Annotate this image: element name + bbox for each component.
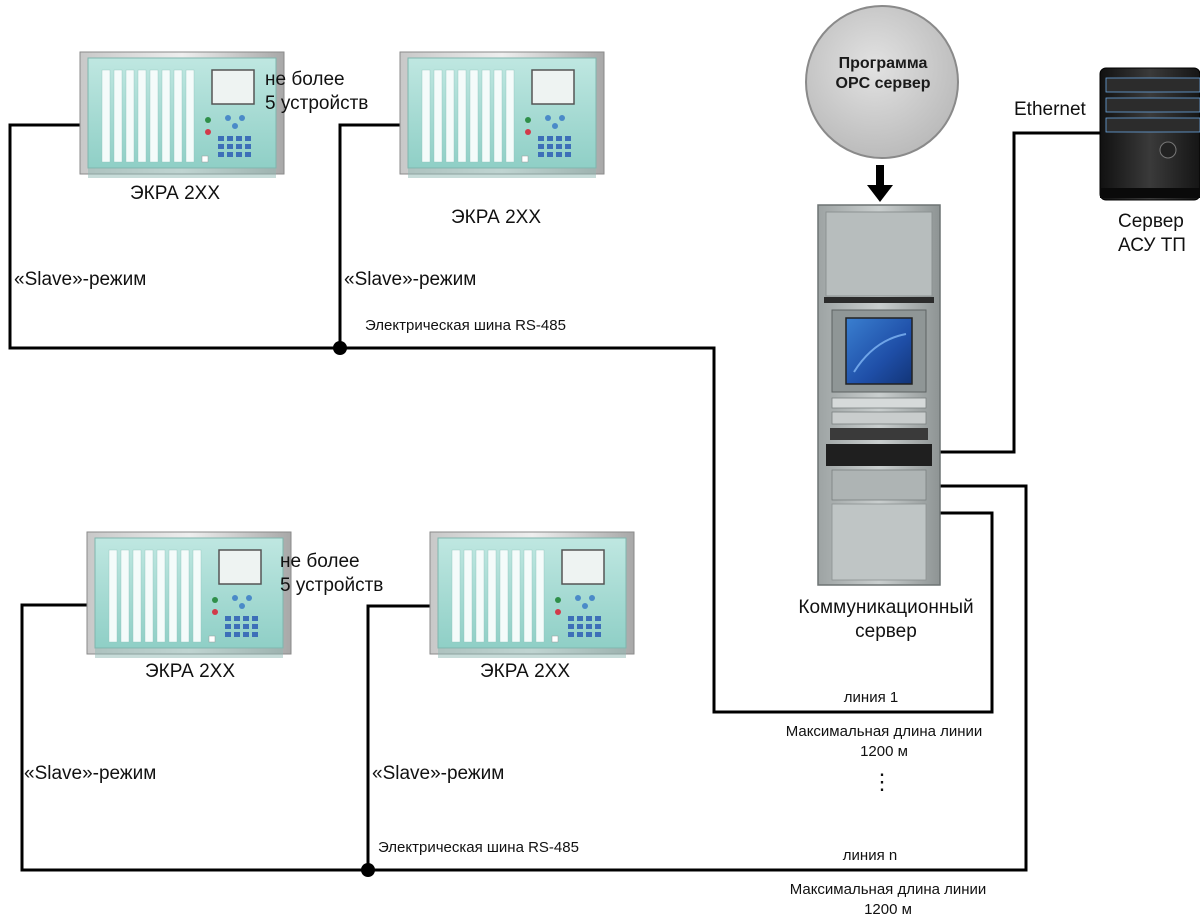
group2-limit-line2: 5 устройств	[280, 575, 384, 596]
scada-server-line1: Сервер	[1118, 211, 1184, 232]
group2-device-right-label: ЭКРА 2ХХ	[480, 661, 570, 682]
ethernet-wire	[940, 131, 1100, 454]
group2-limit-line1: не более	[280, 551, 360, 572]
group2-device-left	[86, 531, 292, 659]
linen-label: линия n	[842, 847, 898, 864]
comm-server-label: Коммуникационный сервер	[798, 596, 973, 644]
group2-bus-label: Электрическая шина RS-485	[378, 839, 579, 856]
group1-limit-label: не более 5 устройств	[265, 68, 368, 116]
group1-wire-left	[8, 123, 994, 714]
group1-slave-left-label: «Slave»-режим	[14, 269, 147, 290]
group1-slave-right-label: «Slave»-режим	[344, 269, 477, 290]
group1-bus-label: Электрическая шина RS-485	[365, 317, 566, 334]
opc-bubble-label: Программа OPC сервер	[813, 54, 953, 94]
group1-device-left-label: ЭКРА 2ХХ	[130, 183, 220, 204]
line1-maxlen-line2: 1200 м	[860, 743, 908, 760]
opc-bubble-line1: Программа	[838, 55, 928, 72]
line1-maxlen-label: Максимальная длина линии 1200 м	[786, 722, 983, 762]
linen-maxlen-line2: 1200 м	[864, 901, 912, 918]
group2-device-right	[429, 531, 635, 659]
wires	[8, 123, 1100, 872]
comm-server-line1: Коммуникационный	[798, 597, 974, 618]
scada-server-tower	[1099, 67, 1200, 201]
group2-slave-right-label: «Slave»-режим	[372, 763, 505, 784]
group2-device-left-label: ЭКРА 2ХХ	[145, 661, 235, 682]
group2-slave-left-label: «Slave»-режим	[24, 763, 157, 784]
opc-arrow	[867, 165, 893, 202]
group1-limit-line2: 5 устройств	[265, 93, 369, 114]
group1-junction	[333, 341, 347, 355]
group2-junction	[361, 863, 375, 877]
comm-server-line2: сервер	[855, 621, 917, 642]
group1-device-right	[399, 51, 605, 179]
opc-server-bubble	[805, 5, 959, 159]
linen-maxlen-line1: Максимальная длина линии	[789, 881, 987, 898]
group1-limit-line1: не более	[265, 69, 345, 90]
group1-wire-right	[338, 123, 408, 348]
lines-ellipsis: ⋮	[871, 769, 893, 794]
scada-server-line2: АСУ ТП	[1118, 235, 1186, 256]
group2-wire-right	[366, 604, 438, 870]
group2-limit-label: не более 5 устройств	[280, 550, 383, 598]
group1-device-left	[79, 51, 285, 179]
ethernet-label: Ethernet	[1014, 99, 1086, 120]
line1-label: линия 1	[843, 689, 899, 706]
group2-wire-left	[20, 484, 1028, 872]
scada-server-label: Сервер АСУ ТП	[1118, 210, 1186, 258]
linen-maxlen-label: Максимальная длина линии 1200 м	[790, 880, 987, 920]
line1-maxlen-line1: Максимальная длина линии	[785, 723, 983, 740]
group1-device-right-label: ЭКРА 2ХХ	[451, 207, 541, 228]
opc-bubble-line2: OPC сервер	[835, 75, 931, 92]
comm-server-rack	[817, 204, 941, 586]
